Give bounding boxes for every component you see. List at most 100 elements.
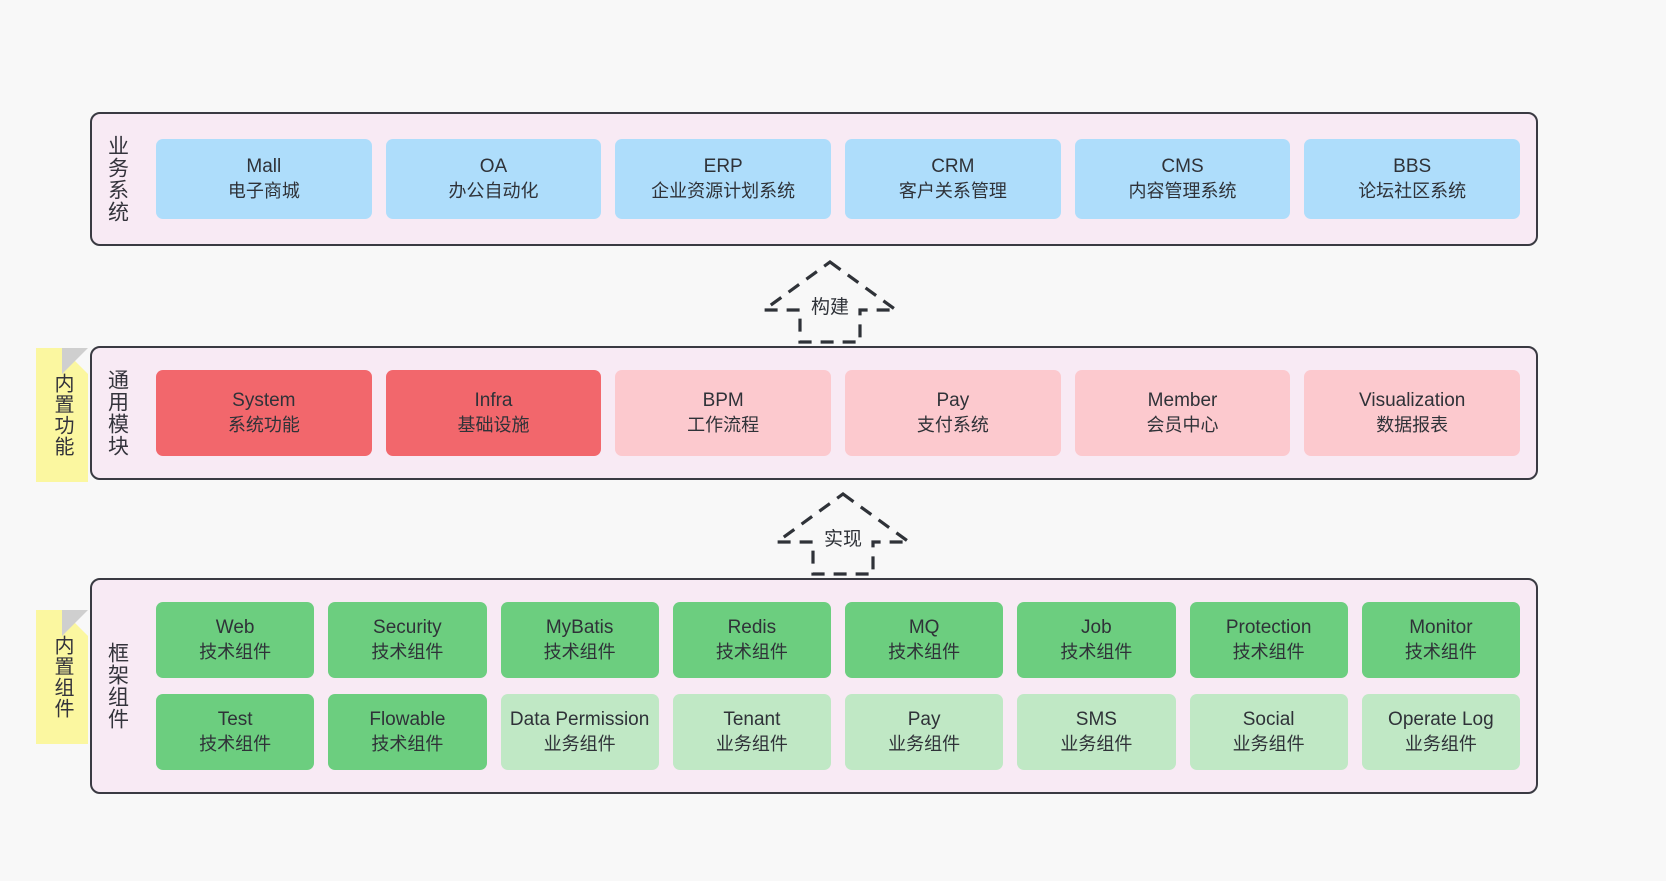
- card-bpm-desc: 工作流程: [687, 414, 760, 435]
- card-pay-module-name: Pay: [936, 389, 970, 411]
- layer-title-business-system: 业务系统: [105, 135, 129, 223]
- card-crm[interactable]: CRM 客户关系管理: [845, 139, 1061, 219]
- layer-common-modules: 通用模块 System 系统功能 Infra 基础设施 BPM 工作流程 Pay…: [90, 346, 1538, 480]
- card-bbs-desc: 论坛社区系统: [1358, 180, 1467, 201]
- card-job[interactable]: Job 技术组件: [1017, 602, 1176, 678]
- card-mq[interactable]: MQ 技术组件: [845, 602, 1004, 678]
- card-oa-desc: 办公自动化: [448, 180, 539, 201]
- card-system-name: System: [232, 389, 296, 411]
- card-pay-component-name: Pay: [907, 708, 941, 730]
- card-operate-log[interactable]: Operate Log 业务组件: [1361, 694, 1520, 770]
- card-web-desc: 技术组件: [199, 641, 272, 662]
- framework-components-body: Web 技术组件 Security 技术组件 MyBatis 技术组件 Redi…: [140, 580, 1536, 792]
- card-sms-desc: 业务组件: [1060, 733, 1133, 754]
- card-mall-name: Mall: [246, 155, 282, 177]
- card-monitor-name: Monitor: [1409, 616, 1473, 638]
- card-flowable-name: Flowable: [369, 708, 446, 730]
- card-crm-desc: 客户关系管理: [898, 180, 1007, 201]
- card-protection-desc: 技术组件: [1232, 641, 1305, 662]
- card-data-permission-desc: 业务组件: [543, 733, 616, 754]
- card-visualization[interactable]: Visualization 数据报表: [1304, 370, 1521, 456]
- card-infra-desc: 基础设施: [457, 414, 530, 435]
- business-system-card-row: Mall 电子商城 OA 办公自动化 ERP 企业资源计划系统 CRM 客户关系…: [140, 114, 1536, 244]
- card-mybatis-desc: 技术组件: [543, 641, 616, 662]
- card-bpm[interactable]: BPM 工作流程: [615, 370, 832, 456]
- card-pay-module-desc: 支付系统: [916, 414, 989, 435]
- card-data-permission-name: Data Permission: [509, 708, 650, 730]
- sticky-note-builtin-components-label: 内置组件: [51, 635, 73, 719]
- card-pay-component[interactable]: Pay 业务组件: [845, 694, 1004, 770]
- card-protection[interactable]: Protection 技术组件: [1189, 602, 1348, 678]
- card-job-desc: 技术组件: [1060, 641, 1133, 662]
- common-modules-card-row: System 系统功能 Infra 基础设施 BPM 工作流程 Pay 支付系统…: [140, 348, 1536, 478]
- card-test[interactable]: Test 技术组件: [156, 694, 315, 770]
- framework-components-row-2: Test 技术组件 Flowable 技术组件 Data Permission …: [156, 694, 1520, 770]
- card-visualization-name: Visualization: [1359, 389, 1466, 411]
- card-erp-desc: 企业资源计划系统: [651, 180, 796, 201]
- card-sms-name: SMS: [1075, 708, 1117, 730]
- card-bpm-name: BPM: [702, 389, 744, 411]
- card-social-desc: 业务组件: [1232, 733, 1305, 754]
- arrow-build-label: 构建: [807, 292, 853, 319]
- card-bbs-name: BBS: [1393, 155, 1432, 177]
- card-mybatis-name: MyBatis: [545, 616, 614, 638]
- card-monitor-desc: 技术组件: [1404, 641, 1477, 662]
- card-cms-desc: 内容管理系统: [1128, 180, 1237, 201]
- card-bbs[interactable]: BBS 论坛社区系统: [1304, 139, 1521, 219]
- card-member-desc: 会员中心: [1146, 414, 1219, 435]
- card-tenant[interactable]: Tenant 业务组件: [672, 694, 831, 770]
- card-redis-name: Redis: [727, 616, 777, 638]
- card-security[interactable]: Security 技术组件: [328, 602, 487, 678]
- card-web[interactable]: Web 技术组件: [156, 602, 315, 678]
- card-erp-name: ERP: [703, 155, 743, 177]
- arrow-build: 构建: [759, 258, 901, 344]
- card-tenant-name: Tenant: [723, 708, 781, 730]
- card-infra-name: Infra: [474, 389, 513, 411]
- card-sms[interactable]: SMS 业务组件: [1017, 694, 1176, 770]
- card-data-permission[interactable]: Data Permission 业务组件: [500, 694, 659, 770]
- layer-title-common-modules: 通用模块: [105, 369, 129, 457]
- sticky-note-builtin-features-label: 内置功能: [51, 373, 73, 457]
- card-operate-log-name: Operate Log: [1388, 708, 1494, 730]
- card-mall[interactable]: Mall 电子商城: [156, 139, 372, 219]
- arrow-implement: 实现: [772, 490, 914, 576]
- card-crm-name: CRM: [931, 155, 975, 177]
- layer-business-system: 业务系统 Mall 电子商城 OA 办公自动化 ERP 企业资源计划系统 CRM…: [90, 112, 1538, 246]
- card-tenant-desc: 业务组件: [715, 733, 788, 754]
- card-social[interactable]: Social 业务组件: [1189, 694, 1348, 770]
- card-pay-module[interactable]: Pay 支付系统: [845, 370, 1061, 456]
- card-social-name: Social: [1242, 708, 1295, 730]
- card-cms[interactable]: CMS 内容管理系统: [1074, 139, 1291, 219]
- card-member-name: Member: [1147, 389, 1218, 411]
- card-infra[interactable]: Infra 基础设施: [385, 370, 602, 456]
- framework-components-row-1: Web 技术组件 Security 技术组件 MyBatis 技术组件 Redi…: [156, 602, 1520, 678]
- layer-title-framework-components: 框架组件: [105, 642, 129, 730]
- card-mybatis[interactable]: MyBatis 技术组件: [500, 602, 659, 678]
- card-job-name: Job: [1081, 616, 1112, 638]
- card-erp[interactable]: ERP 企业资源计划系统: [615, 139, 832, 219]
- card-mq-name: MQ: [908, 616, 940, 638]
- arrow-implement-shape: [772, 492, 914, 576]
- card-mq-desc: 技术组件: [888, 641, 961, 662]
- arrow-build-shape: [759, 260, 901, 344]
- layer-framework-components: 框架组件 Web 技术组件 Security 技术组件 MyBatis 技术组件…: [90, 578, 1538, 794]
- arrow-implement-label: 实现: [820, 524, 866, 551]
- card-member[interactable]: Member 会员中心: [1074, 370, 1291, 456]
- card-system-desc: 系统功能: [227, 414, 300, 435]
- card-redis-desc: 技术组件: [715, 641, 788, 662]
- card-flowable[interactable]: Flowable 技术组件: [328, 694, 487, 770]
- sticky-note-builtin-components: 内置组件: [36, 610, 88, 744]
- card-oa[interactable]: OA 办公自动化: [385, 139, 602, 219]
- card-security-desc: 技术组件: [371, 641, 444, 662]
- card-system[interactable]: System 系统功能: [156, 370, 372, 456]
- card-test-name: Test: [217, 708, 253, 730]
- card-mall-desc: 电子商城: [227, 180, 300, 201]
- card-pay-component-desc: 业务组件: [888, 733, 961, 754]
- card-web-name: Web: [215, 616, 255, 638]
- sticky-note-builtin-features: 内置功能: [36, 348, 88, 482]
- card-monitor[interactable]: Monitor 技术组件: [1361, 602, 1520, 678]
- card-protection-name: Protection: [1225, 616, 1312, 638]
- card-oa-name: OA: [479, 155, 508, 177]
- card-redis[interactable]: Redis 技术组件: [672, 602, 831, 678]
